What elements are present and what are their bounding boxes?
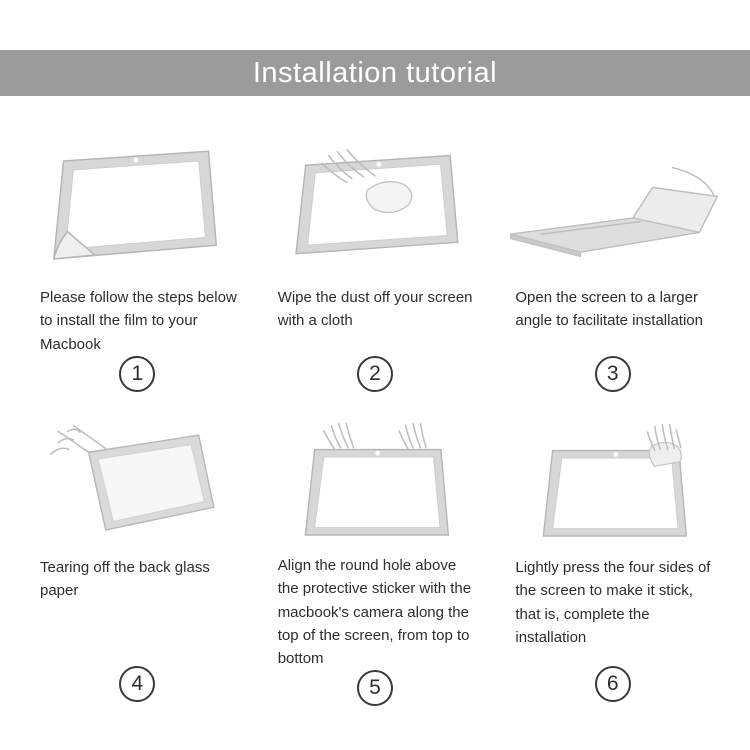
tear-paper-illustration (28, 418, 247, 550)
step-caption: Wipe the dust off your screen with a clo… (277, 289, 473, 330)
open-laptop-illustration (503, 138, 722, 280)
film-peel-illustration (28, 138, 247, 280)
step-caption: Open the screen to a larger angle to fac… (515, 289, 703, 330)
step-number-wrap: 2 (266, 356, 485, 396)
step-number-badge: 5 (356, 670, 393, 707)
steps-row-1: Please follow the steps below to install… (0, 138, 750, 396)
step-panel-2: Wipe the dust off your screen with a clo… (266, 138, 485, 396)
step-panel-1: Please follow the steps below to install… (28, 138, 247, 396)
header-banner: Installation tutorial (0, 50, 750, 96)
align-film-illustration (266, 418, 485, 548)
wipe-cloth-illustration (266, 138, 485, 280)
step-panel-6: Lightly press the four sides of the scre… (503, 418, 722, 706)
step-number-wrap: 3 (503, 356, 722, 396)
step-caption: Align the round hole above the protectiv… (277, 557, 472, 667)
step-caption: Please follow the steps below to install… (40, 289, 237, 353)
step-panel-5: Align the round hole above the protectiv… (266, 418, 485, 707)
steps-row-2: Tearing off the back glass paper 4 (0, 418, 750, 707)
step-number-badge: 1 (119, 356, 156, 392)
page-title: Installation tutorial (252, 56, 498, 89)
step-number-badge: 4 (119, 666, 156, 702)
step-number-badge: 3 (594, 356, 631, 392)
step-number-wrap: 5 (266, 670, 485, 710)
step-number-wrap: 6 (503, 666, 722, 706)
step-number-badge: 6 (594, 666, 631, 702)
step-number-wrap: 1 (28, 356, 247, 396)
step-caption: Lightly press the four sides of the scre… (515, 559, 711, 646)
step-panel-4: Tearing off the back glass paper 4 (28, 418, 247, 706)
step-panel-3: Open the screen to a larger angle to fac… (503, 138, 722, 396)
step-number-wrap: 4 (28, 666, 247, 706)
step-number-badge: 2 (356, 356, 393, 392)
step-caption: Tearing off the back glass paper (40, 559, 210, 600)
press-sides-illustration (503, 418, 722, 550)
